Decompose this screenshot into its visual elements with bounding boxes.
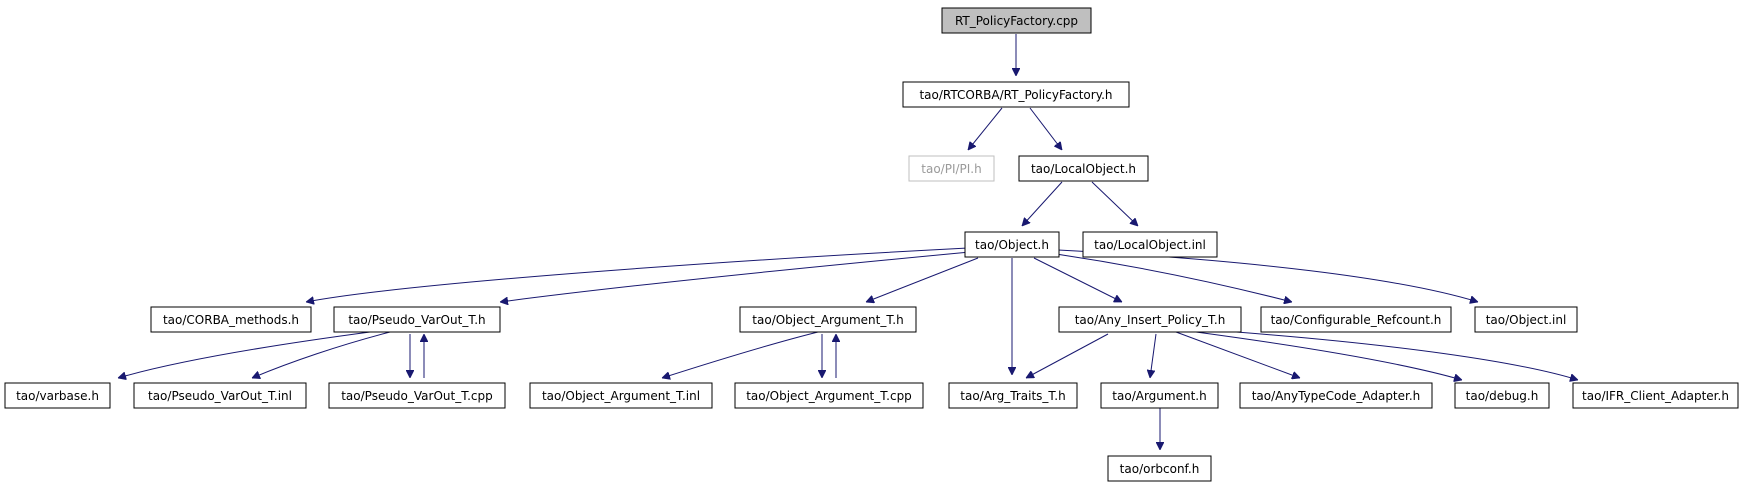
node-arg-traits-t-h[interactable]: tao/Arg_Traits_T.h	[948, 382, 1078, 409]
node-argument-h[interactable]: tao/Argument.h	[1100, 382, 1219, 409]
node-configurable-refcount-h[interactable]: tao/Configurable_Refcount.h	[1260, 306, 1452, 333]
node-ifr-client-adapter-h[interactable]: tao/IFR_Client_Adapter.h	[1572, 382, 1739, 409]
node-object-argument-t-inl[interactable]: tao/Object_Argument_T.inl	[529, 382, 713, 409]
node-layer: RT_PolicyFactory.cpp tao/RTCORBA/RT_Poli…	[4, 7, 1739, 482]
node-label: RT_PolicyFactory.cpp	[955, 14, 1078, 28]
node-label: tao/debug.h	[1466, 389, 1539, 403]
node-anytypecode-adapter-h[interactable]: tao/AnyTypeCode_Adapter.h	[1239, 382, 1433, 409]
node-rt-policyfactory-cpp[interactable]: RT_PolicyFactory.cpp	[941, 7, 1092, 34]
node-label: tao/Object.h	[975, 238, 1049, 252]
node-label: tao/Object_Argument_T.h	[752, 313, 903, 327]
edge-n3-n4	[1022, 181, 1063, 226]
node-localobject-h[interactable]: tao/LocalObject.h	[1018, 155, 1149, 182]
node-label: tao/Object_Argument_T.cpp	[746, 389, 912, 403]
node-rt-policyfactory-h[interactable]: tao/RTCORBA/RT_PolicyFactory.h	[902, 81, 1130, 108]
edge-n4-n11	[1057, 249, 1478, 302]
node-pseudo-varout-t-h[interactable]: tao/Pseudo_VarOut_T.h	[333, 306, 501, 333]
edge-n4-n10	[1055, 253, 1292, 302]
node-label: tao/Arg_Traits_T.h	[960, 389, 1065, 403]
node-label: tao/Object.inl	[1486, 313, 1567, 327]
node-label: tao/Pseudo_VarOut_T.cpp	[341, 389, 493, 403]
node-label: tao/Any_Insert_Policy_T.h	[1075, 313, 1226, 327]
edge-n4-n8	[866, 257, 979, 302]
node-label: tao/LocalObject.h	[1031, 162, 1136, 176]
edge-n9-n21	[1209, 329, 1578, 380]
node-label: tao/Pseudo_VarOut_T.h	[348, 313, 485, 327]
edge-n7-n12	[118, 331, 371, 378]
node-object-argument-t-cpp[interactable]: tao/Object_Argument_T.cpp	[734, 382, 924, 409]
edge-n9-n18	[1150, 333, 1157, 378]
edge-n4-n9	[1033, 257, 1122, 303]
edge-n1-n3	[1029, 107, 1062, 150]
node-label: tao/IFR_Client_Adapter.h	[1582, 389, 1729, 403]
node-label: tao/Object_Argument_T.inl	[542, 389, 700, 403]
edge-n3-n5	[1091, 181, 1138, 226]
node-label: tao/Argument.h	[1112, 389, 1206, 403]
node-localobject-inl[interactable]: tao/LocalObject.inl	[1082, 231, 1218, 258]
node-varbase-h[interactable]: tao/varbase.h	[4, 382, 111, 409]
node-object-argument-t-h[interactable]: tao/Object_Argument_T.h	[739, 306, 917, 333]
edge-n9-n20	[1195, 331, 1462, 380]
node-debug-h[interactable]: tao/debug.h	[1454, 382, 1550, 409]
node-label: tao/AnyTypeCode_Adapter.h	[1252, 389, 1421, 403]
node-pseudo-varout-t-inl[interactable]: tao/Pseudo_VarOut_T.inl	[133, 382, 307, 409]
node-label: tao/PI/PI.h	[921, 162, 981, 176]
node-label: tao/RTCORBA/RT_PolicyFactory.h	[919, 88, 1112, 102]
node-label: tao/Configurable_Refcount.h	[1271, 313, 1442, 327]
node-object-inl[interactable]: tao/Object.inl	[1474, 306, 1578, 333]
edge-n4-n6	[306, 247, 969, 302]
node-corba-methods-h[interactable]: tao/CORBA_methods.h	[150, 306, 312, 333]
edge-n8-n15	[662, 331, 819, 378]
node-object-h[interactable]: tao/Object.h	[964, 231, 1060, 258]
node-label: tao/varbase.h	[16, 389, 99, 403]
edge-n4-n7	[500, 251, 971, 302]
node-orbconf-h[interactable]: tao/orbconf.h	[1107, 455, 1212, 482]
edge-n9-n19	[1175, 331, 1300, 378]
node-pi-h[interactable]: tao/PI/PI.h	[908, 155, 995, 182]
node-any-insert-policy-t-h[interactable]: tao/Any_Insert_Policy_T.h	[1058, 306, 1242, 333]
node-label: tao/CORBA_methods.h	[163, 313, 299, 327]
node-pseudo-varout-t-cpp[interactable]: tao/Pseudo_VarOut_T.cpp	[328, 382, 506, 409]
node-label: tao/Pseudo_VarOut_T.inl	[148, 389, 292, 403]
node-label: tao/LocalObject.inl	[1094, 238, 1206, 252]
edge-n7-n13	[252, 331, 391, 378]
edge-n1-n2	[968, 107, 1003, 150]
edge-n9-n17	[1026, 333, 1109, 379]
node-label: tao/orbconf.h	[1120, 462, 1200, 476]
